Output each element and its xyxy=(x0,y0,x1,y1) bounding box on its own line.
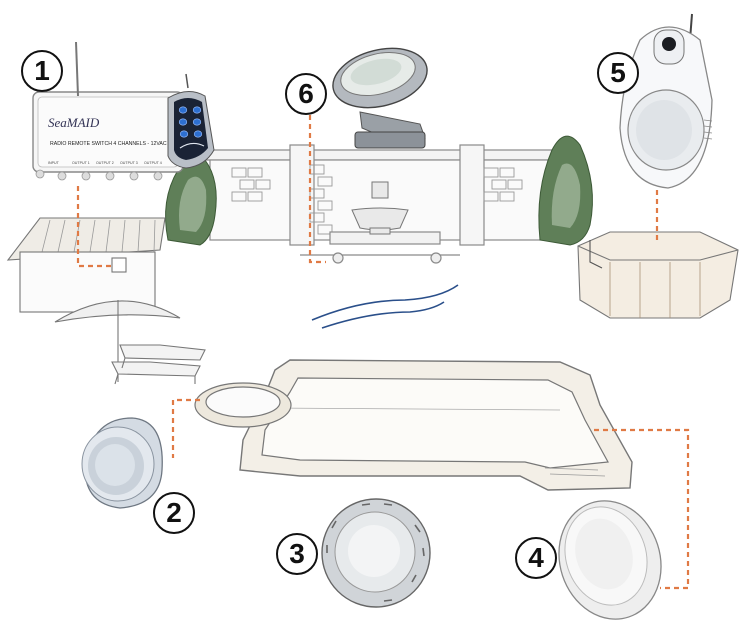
above-ground-pool xyxy=(577,231,739,319)
sun-loungers xyxy=(111,344,206,385)
leader-line-4 xyxy=(594,428,690,590)
water-waves xyxy=(311,284,459,329)
controller-output-2: OUTPUT 2 xyxy=(96,161,114,165)
tree-right xyxy=(538,135,593,246)
controller-input-label: INPUT xyxy=(48,161,60,165)
radio-remote-switch: SeaMAID RADIO REMOTE SWITCH 4 CHANNELS -… xyxy=(32,41,184,181)
callout-5: 5 xyxy=(597,52,639,94)
controller-label: RADIO REMOTE SWITCH 4 CHANNELS - 12VAC xyxy=(50,141,167,147)
par56-bulb xyxy=(558,500,662,620)
controller-brand: SeaMAID xyxy=(48,115,100,130)
callout-1: 1 xyxy=(21,50,63,92)
remote-control xyxy=(167,73,215,169)
controller-output-3: OUTPUT 3 xyxy=(120,161,138,165)
leader-line-6 xyxy=(308,115,326,264)
pool-house xyxy=(6,217,166,313)
tree-left xyxy=(165,156,217,246)
leader-line-2 xyxy=(171,398,200,458)
surface-mount-light xyxy=(619,13,713,189)
garden-wall xyxy=(199,144,571,264)
callout-3: 3 xyxy=(276,533,318,575)
callout-4: 4 xyxy=(515,537,557,579)
inground-pool xyxy=(194,359,633,491)
controller-output-1: OUTPUT 1 xyxy=(72,161,90,165)
callout-6: 6 xyxy=(285,73,327,115)
flat-wall-light xyxy=(321,498,431,608)
controller-output-4: OUTPUT 4 xyxy=(144,161,162,165)
leader-lines xyxy=(76,115,690,590)
callout-2: 2 xyxy=(153,492,195,534)
spa-light xyxy=(81,417,163,509)
floodlight xyxy=(332,47,428,149)
fountain xyxy=(351,181,409,235)
